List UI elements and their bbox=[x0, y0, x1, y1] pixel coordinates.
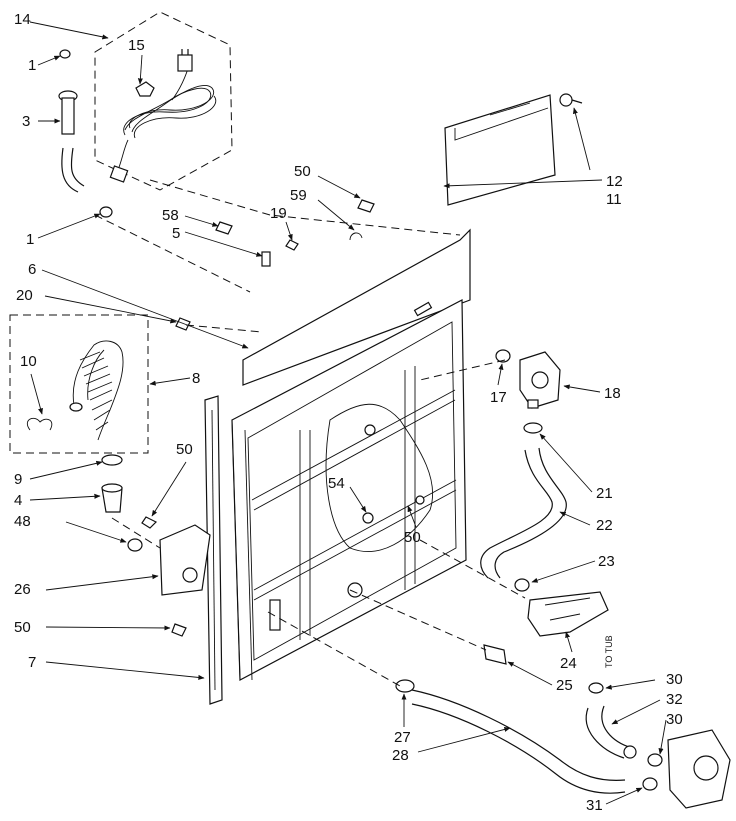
drain-hose bbox=[395, 679, 626, 794]
label-23: 23 bbox=[598, 553, 615, 570]
label-9: 9 bbox=[14, 471, 22, 488]
label-3: 3 bbox=[22, 113, 30, 130]
drain-bracket bbox=[127, 516, 211, 596]
leader-lines bbox=[29, 21, 667, 805]
side-strip bbox=[204, 395, 223, 705]
label-15: 15 bbox=[128, 37, 145, 54]
guide-lines bbox=[94, 179, 526, 687]
pump bbox=[527, 591, 609, 637]
label-22: 22 bbox=[596, 517, 613, 534]
label-50-left: 50 bbox=[176, 441, 193, 458]
label-5: 5 bbox=[172, 225, 180, 242]
label-28: 28 bbox=[392, 747, 409, 764]
label-30-bottom: 30 bbox=[666, 711, 683, 728]
label-48: 48 bbox=[14, 513, 31, 530]
label-50-top: 50 bbox=[294, 163, 311, 180]
label-11: 11 bbox=[606, 191, 622, 208]
label-4: 4 bbox=[14, 492, 22, 509]
annotation-to-tub: TO TUB bbox=[604, 635, 614, 668]
label-25: 25 bbox=[556, 677, 573, 694]
tub-hose bbox=[585, 682, 731, 809]
label-27: 27 bbox=[394, 729, 411, 746]
label-20: 20 bbox=[16, 287, 33, 304]
label-7: 7 bbox=[28, 654, 36, 671]
drain-hose-kit bbox=[9, 314, 149, 454]
label-21: 21 bbox=[596, 485, 613, 502]
label-10: 10 bbox=[20, 353, 37, 370]
label-50-bottom: 50 bbox=[14, 619, 31, 636]
label-31: 31 bbox=[586, 797, 603, 814]
label-6: 6 bbox=[28, 261, 36, 278]
power-cord-kit bbox=[94, 11, 233, 191]
label-17: 17 bbox=[490, 389, 507, 406]
label-8: 8 bbox=[192, 370, 200, 387]
label-58: 58 bbox=[162, 207, 179, 224]
label-19: 19 bbox=[270, 205, 287, 222]
label-26: 26 bbox=[14, 581, 31, 598]
drain-adapter bbox=[101, 454, 123, 513]
label-1-bottom: 1 bbox=[26, 231, 34, 248]
label-59: 59 bbox=[290, 187, 307, 204]
label-54: 54 bbox=[328, 475, 345, 492]
label-50-center: 50 bbox=[404, 529, 421, 546]
label-12: 12 bbox=[606, 173, 623, 190]
shield-plate bbox=[444, 93, 583, 206]
water-valve bbox=[495, 349, 561, 409]
inlet-assembly bbox=[58, 49, 113, 218]
screws bbox=[171, 199, 375, 637]
label-18: 18 bbox=[604, 385, 621, 402]
label-30-top: 30 bbox=[666, 671, 683, 688]
label-32: 32 bbox=[666, 691, 683, 708]
label-14: 14 bbox=[14, 11, 31, 28]
label-1-top: 1 bbox=[28, 57, 36, 74]
fill-hose bbox=[480, 422, 567, 592]
label-24: 24 bbox=[560, 655, 577, 672]
rear-panel bbox=[231, 228, 471, 681]
filter bbox=[483, 644, 507, 665]
callout-labels: 14 1 15 3 1 50 59 58 5 19 6 20 8 10 9 4 … bbox=[14, 11, 683, 814]
